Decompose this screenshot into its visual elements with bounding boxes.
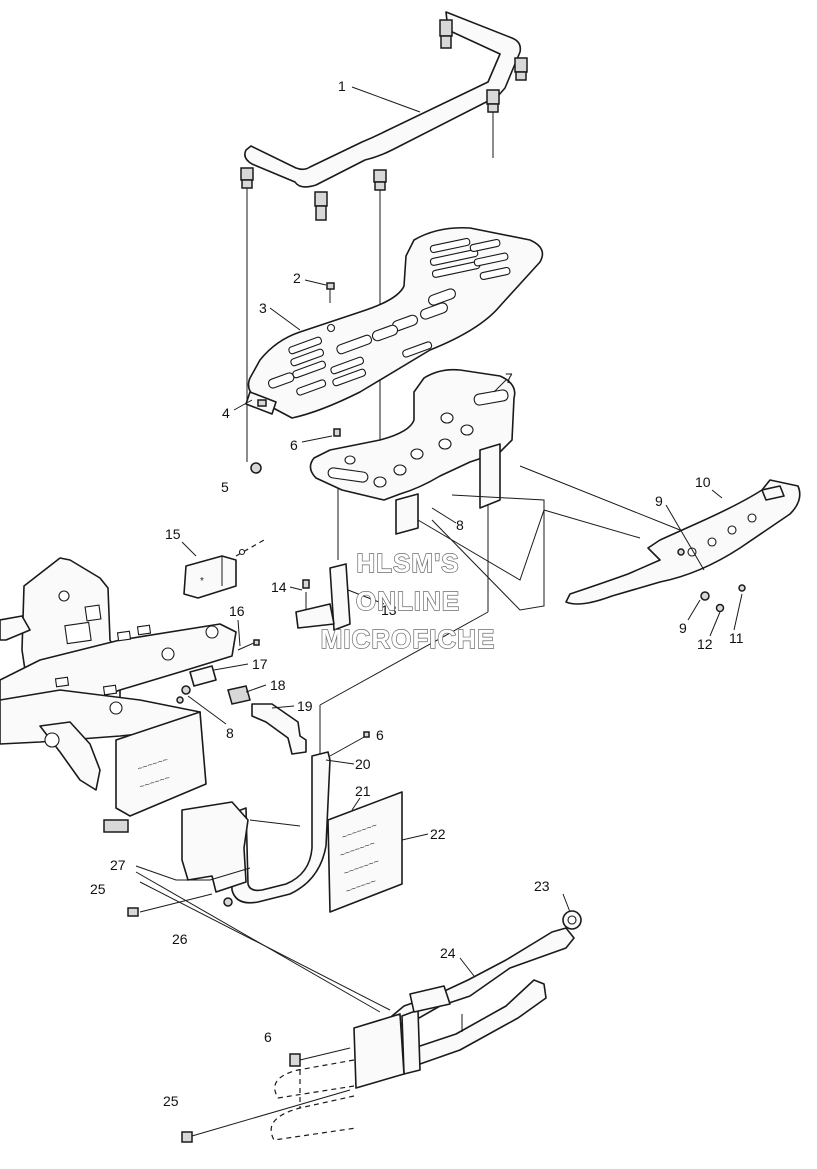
- callout-9-lower: 9: [679, 620, 687, 636]
- lower-fastener-assembly: [127, 865, 391, 1013]
- bumper-support-wire: [417, 465, 681, 611]
- callout-labels: 1 2 3 4 5 6 7 8 9 10 9 11 12 13 14 15 16…: [90, 78, 744, 1109]
- support-bracket-part: [295, 563, 351, 631]
- callout-6-upper: 6: [290, 437, 298, 453]
- callout-6-lower: 6: [264, 1029, 272, 1045]
- rack-bar-part: [240, 11, 528, 221]
- lower-bumper-part: [270, 927, 575, 1141]
- frame-hardware: [176, 639, 260, 705]
- callout-9-upper: 9: [655, 493, 663, 509]
- callout-16: 16: [229, 603, 245, 619]
- callout-15: 15: [165, 526, 181, 542]
- callout-2: 2: [293, 270, 301, 286]
- callout-4: 4: [222, 405, 230, 421]
- callout-6-middle: 6: [376, 727, 384, 743]
- left-mud-flap-part: ~~~~~~ ~~~~~~: [103, 711, 207, 833]
- callout-22: 22: [430, 826, 446, 842]
- callout-27: 27: [110, 857, 126, 873]
- upper-rack-plate-part: [247, 226, 544, 419]
- lower-bumper-bolts: [181, 1047, 351, 1143]
- callout-12: 12: [697, 636, 713, 652]
- callout-10: 10: [695, 474, 711, 490]
- watermark: HLSM'S ONLINE MICROFICHE: [320, 547, 496, 654]
- callout-8-lower: 8: [226, 725, 234, 741]
- bracket-part: [245, 391, 277, 415]
- callout-13: 13: [381, 602, 397, 618]
- callout-25-upper: 25: [90, 881, 106, 897]
- callout-7: 7: [505, 370, 513, 386]
- right-mud-flap-part: ~~~~~~~ ~~~~~~~ ~~~~~~~ ~~~~~~: [327, 791, 403, 913]
- tail-light-part: *: [183, 539, 265, 599]
- callout-20: 20: [355, 756, 371, 772]
- rail-part: [251, 703, 307, 755]
- watermark-line-2: ONLINE: [356, 586, 460, 616]
- watermark-line-3: MICROFICHE: [321, 624, 496, 654]
- svg-text:*: *: [200, 576, 204, 587]
- end-cap-part: [562, 910, 582, 930]
- callout-1: 1: [338, 78, 346, 94]
- callout-26: 26: [172, 931, 188, 947]
- callout-17: 17: [252, 656, 268, 672]
- callout-21: 21: [355, 783, 371, 799]
- bumper-bar-part: [565, 479, 801, 605]
- lower-bracket-part: [181, 731, 370, 907]
- watermark-line-1: HLSM'S: [356, 548, 459, 578]
- upper-plate-slots: [267, 237, 511, 396]
- lower-rack-plate-part: [309, 368, 516, 535]
- callout-8-upper: 8: [456, 517, 464, 533]
- callout-5: 5: [221, 479, 229, 495]
- callout-leaders: [181, 86, 743, 977]
- callout-24: 24: [440, 945, 456, 961]
- callout-11: 11: [729, 630, 744, 646]
- nut-part: [250, 462, 262, 474]
- callout-3: 3: [259, 300, 267, 316]
- callout-25-lower: 25: [163, 1093, 179, 1109]
- callout-14: 14: [271, 579, 287, 595]
- callout-23: 23: [534, 878, 550, 894]
- bumper-hardware: [677, 548, 746, 613]
- callout-19: 19: [297, 698, 313, 714]
- plate-bolt-part: [333, 428, 341, 437]
- bolt-part: [326, 282, 336, 333]
- callout-18: 18: [270, 677, 286, 693]
